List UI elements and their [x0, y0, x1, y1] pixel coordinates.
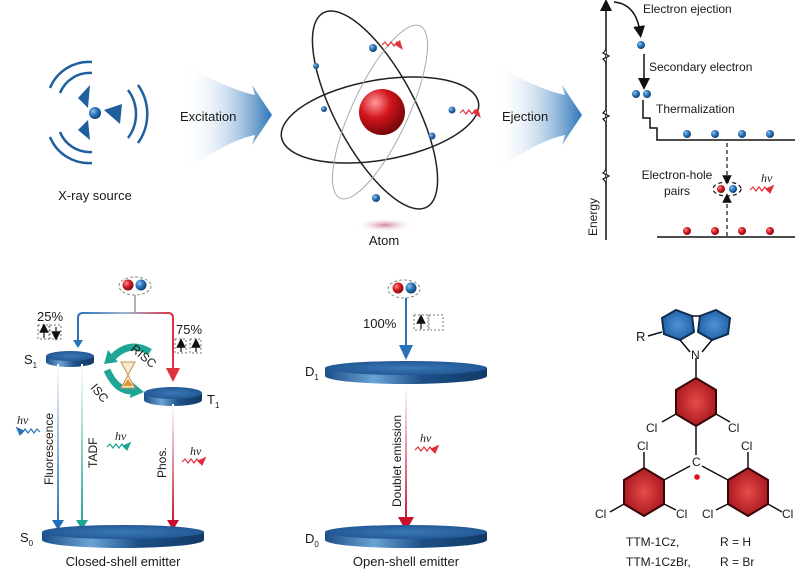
singlet-fraction-label: 25% — [37, 309, 63, 324]
cl-ortho-left: Cl — [637, 439, 648, 453]
electron-hole-label-line1: Electron-hole — [642, 168, 713, 182]
electron-ejection-label: Electron ejection — [643, 2, 732, 16]
s1-symbol: S — [24, 352, 33, 367]
electron-hole-label-line2: pairs — [664, 184, 690, 198]
t1-label: T1 — [207, 392, 220, 410]
ttm-1cz-structure — [609, 308, 783, 518]
photon-label: hν — [761, 171, 773, 185]
atom-label: Atom — [369, 233, 399, 248]
open-shell-caption: Open-shell emitter — [353, 554, 460, 569]
hourglass-icon — [120, 361, 136, 389]
doublet-fraction-label: 100% — [363, 316, 397, 331]
closed-shell-diagram — [15, 276, 207, 548]
cl-ortho2-right: Cl — [702, 507, 713, 521]
energy-axis-label: Energy — [586, 198, 600, 236]
closed-shell-caption: Closed-shell emitter — [66, 554, 182, 569]
d1-level-disc — [325, 361, 487, 384]
cl-para-left: Cl — [595, 507, 606, 521]
legend-r-2: R = Br — [720, 555, 754, 569]
xray-source-label: X-ray source — [58, 188, 132, 203]
open-shell-diagram — [325, 279, 487, 548]
isc-label: ISC — [88, 381, 112, 406]
atom-illustration — [280, 10, 481, 232]
t1-level-disc — [144, 387, 202, 406]
d0-label: D0 — [305, 531, 319, 549]
ejection-label: Ejection — [502, 109, 548, 124]
xray-source-icon — [48, 60, 149, 165]
fluorescence-label: Fluorescence — [42, 413, 56, 485]
cl-ortho2-left: Cl — [676, 507, 687, 521]
tadf-label: TADF — [86, 438, 100, 468]
d0-symbol: D — [305, 531, 314, 546]
t1-symbol: T — [207, 392, 215, 407]
cl-upper-left: Cl — [646, 421, 657, 435]
s1-subscript: 1 — [33, 361, 38, 370]
s0-subscript: 0 — [29, 539, 34, 548]
s0-label: S0 — [20, 530, 34, 548]
doublet-emission-label: Doublet emission — [390, 415, 404, 507]
d1-symbol: D — [305, 364, 314, 379]
d0-level-disc — [325, 525, 487, 548]
energy-diagram — [600, 0, 795, 240]
doublet-photon-label: hν — [420, 431, 432, 445]
d1-label: D1 — [305, 364, 319, 382]
s1-level-disc — [46, 351, 94, 367]
tadf-photon-label: hν — [115, 429, 127, 443]
triplet-fraction-label: 75% — [176, 322, 202, 337]
ejection-arrow — [495, 65, 582, 170]
d1-subscript: 1 — [314, 373, 319, 382]
cl-upper-right: Cl — [728, 421, 739, 435]
excitation-label: Excitation — [180, 109, 236, 124]
s1-label: S1 — [24, 352, 38, 370]
cl-para-right: Cl — [782, 507, 793, 521]
excitation-arrow — [185, 65, 272, 170]
legend-name-2: TTM-1CzBr, — [626, 555, 691, 569]
legend-r-1: R = H — [720, 535, 751, 549]
phos-label: Phos. — [155, 447, 169, 478]
legend-name-1: TTM-1Cz, — [626, 535, 679, 549]
s0-symbol: S — [20, 530, 29, 545]
d0-subscript: 0 — [314, 540, 319, 549]
nitrogen-label: N — [691, 348, 700, 362]
fluorescence-photon-label: hν — [17, 413, 29, 427]
phos-photon-label: hν — [190, 444, 202, 458]
secondary-electron-label: Secondary electron — [649, 60, 752, 74]
carbon-label: C — [692, 455, 701, 469]
r-group-label: R — [636, 329, 645, 344]
thermalization-label: Thermalization — [656, 102, 735, 116]
cl-ortho-right: Cl — [741, 439, 752, 453]
s0-level-disc — [42, 525, 204, 548]
t1-subscript: 1 — [215, 401, 220, 410]
